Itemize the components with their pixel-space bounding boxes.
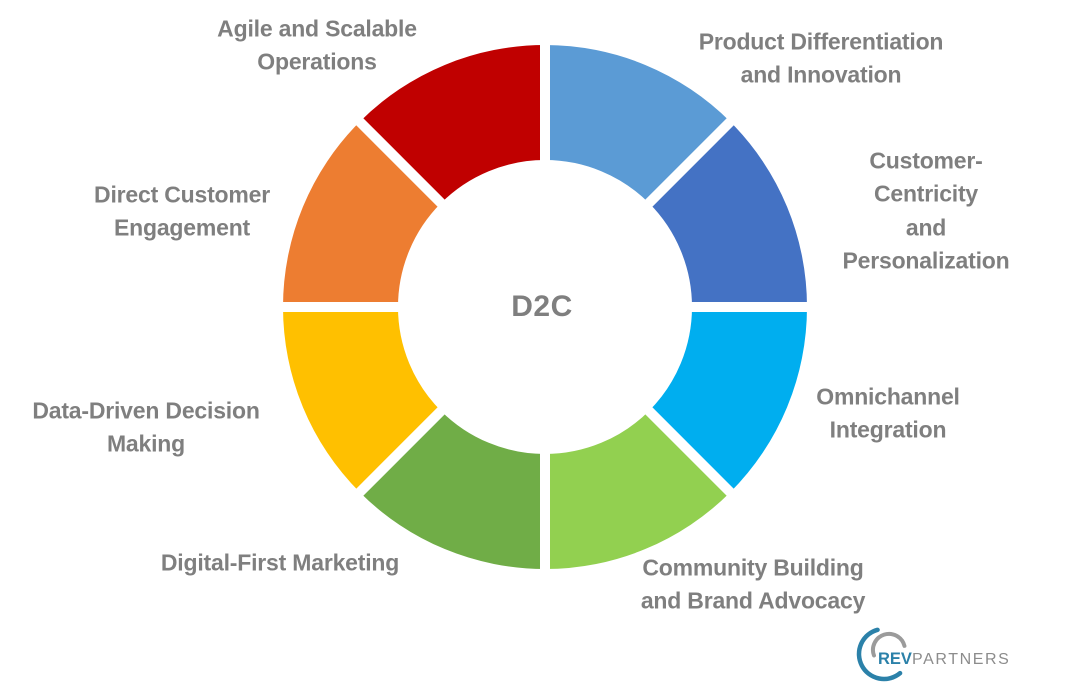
donut-center-label: D2C xyxy=(511,290,573,323)
logo-partners-text: PARTNERS xyxy=(912,651,1010,668)
segment-divider xyxy=(636,398,743,505)
segment-label-customer-centricity-and-personalization: Customer-Centricity and Personalization xyxy=(842,147,1010,274)
logo-rev-text: REV xyxy=(878,650,912,668)
segment-label-community-building-and-brand-advocacy: Community Building and Brand Advocacy xyxy=(640,554,866,614)
segment-label-digital-first-marketing: Digital-First Marketing xyxy=(160,549,400,576)
segment-label-direct-customer-engagement: Direct Customer Engagement xyxy=(94,181,270,241)
segment-label-agile-and-scalable-operations: Agile and Scalable Operations xyxy=(217,15,417,75)
rev-partners-logo: REV PARTNERS xyxy=(848,624,1018,684)
segment-label-product-differentiation-and-innovation: Product Differentiation and Innovation xyxy=(698,28,944,88)
segment-label-omnichannel-integration: Omnichannel Integration xyxy=(816,383,960,443)
logo-inner-arc-icon xyxy=(870,631,907,658)
segment-divider xyxy=(347,109,454,216)
segment-label-data-driven-decision-making: Data-Driven Decision Making xyxy=(32,397,260,457)
segment-divider xyxy=(347,398,454,505)
logo-outer-arc-icon xyxy=(856,627,903,682)
segment-divider xyxy=(636,109,743,216)
